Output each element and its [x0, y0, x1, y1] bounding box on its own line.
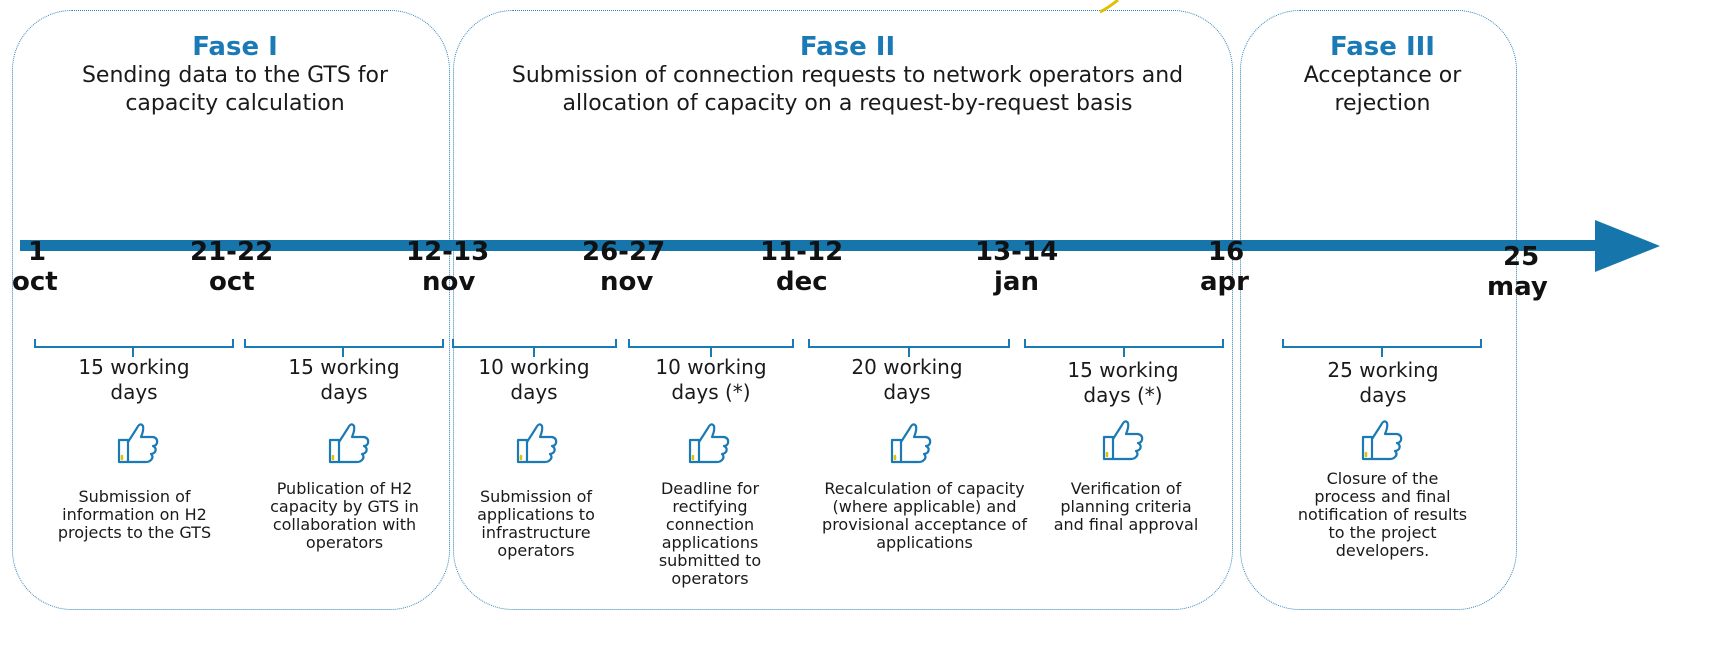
- date-day: 1: [28, 237, 47, 267]
- thumbs-up-icon: [1102, 420, 1144, 461]
- date-marker: oct: [209, 267, 255, 297]
- phase-3-title: Fase III: [1330, 32, 1435, 62]
- date-marker: apr: [1200, 267, 1249, 297]
- thumbs-up-icon: [688, 423, 730, 464]
- phase-3-subtitle: Acceptance or rejection: [1303, 63, 1462, 116]
- decorative-stroke: [1099, 0, 1119, 14]
- duration-brace: [244, 339, 444, 357]
- phase-1-box: [12, 10, 450, 610]
- phase-1-header: Fase I Sending data to the GTS for capac…: [40, 32, 430, 118]
- duration-brace: [452, 339, 617, 357]
- date-month: nov: [600, 267, 654, 297]
- phase-2-subtitle: Submission of connection requests to net…: [511, 63, 1184, 116]
- date-day: 16: [1208, 237, 1245, 267]
- date-marker: 11-12: [760, 237, 843, 267]
- date-marker: 26-27: [582, 237, 665, 267]
- step-3-duration: 10 working days: [478, 355, 590, 404]
- phase-2-title: Fase II: [799, 32, 896, 62]
- date-marker: 21-22: [190, 237, 273, 267]
- step-5-description: Recalculation of capacity (where applica…: [822, 479, 1027, 552]
- thumbs-up-icon: [1361, 420, 1403, 461]
- date-marker: nov: [600, 267, 653, 297]
- phase-1-title: Fase I: [192, 32, 278, 62]
- date-day: 26-27: [582, 237, 666, 267]
- date-day: 25: [1503, 242, 1540, 272]
- date-month: dec: [776, 267, 828, 297]
- duration-brace: [808, 339, 1010, 357]
- thumbs-up-icon: [117, 423, 159, 464]
- date-marker: 12-13: [406, 237, 489, 267]
- thumbs-up-icon: [890, 423, 932, 464]
- date-marker: 13-14: [975, 237, 1058, 267]
- step-2-description: Publication of H2 capacity by GTS in col…: [270, 479, 419, 552]
- date-day: 13-14: [975, 237, 1059, 267]
- step-4-duration: 10 working days (*): [655, 355, 767, 404]
- date-month: apr: [1200, 267, 1249, 297]
- date-marker: oct: [12, 267, 58, 297]
- date-marker: dec: [776, 267, 828, 297]
- phase-3-header: Fase III Acceptance or rejection: [1270, 32, 1495, 118]
- date-marker: 1: [28, 237, 46, 267]
- phase-2-header: Fase II Submission of connection request…: [490, 32, 1205, 118]
- phase-1-subtitle: Sending data to the GTS for capacity cal…: [81, 63, 389, 116]
- date-marker: 25: [1503, 242, 1539, 272]
- date-month: oct: [209, 267, 255, 297]
- date-marker: nov: [422, 267, 475, 297]
- step-6-duration: 15 working days (*): [1067, 358, 1179, 407]
- timeline-arrow-icon: [20, 220, 1660, 272]
- duration-brace: [1282, 339, 1482, 357]
- date-month: may: [1487, 272, 1548, 302]
- step-4-description: Deadline for rectifying connection appli…: [658, 479, 762, 588]
- step-5-duration: 20 working days: [851, 355, 963, 404]
- date-day: 12-13: [406, 237, 490, 267]
- date-marker: jan: [994, 267, 1039, 297]
- step-7-duration: 25 working days: [1327, 358, 1439, 407]
- date-day: 11-12: [760, 237, 844, 267]
- phase-2-box: [453, 10, 1233, 610]
- step-3-description: Submission of applications to infrastruc…: [477, 487, 595, 560]
- step-1-duration: 15 working days: [78, 355, 190, 404]
- phase-3-box: [1240, 10, 1517, 610]
- date-marker: may: [1487, 272, 1548, 302]
- date-day: 21-22: [190, 237, 274, 267]
- step-1-description: Submission of information on H2 projects…: [57, 487, 212, 542]
- step-6-description: Verification of planning criteria and fi…: [1053, 479, 1199, 534]
- step-2-duration: 15 working days: [288, 355, 400, 404]
- duration-brace: [1024, 339, 1224, 357]
- date-marker: 16: [1208, 237, 1244, 267]
- date-month: oct: [12, 267, 58, 297]
- duration-brace: [34, 339, 234, 357]
- date-month: jan: [994, 267, 1039, 297]
- thumbs-up-icon: [516, 423, 558, 464]
- thumbs-up-icon: [328, 423, 370, 464]
- duration-brace: [628, 339, 794, 357]
- step-7-description: Closure of the process and final notific…: [1297, 469, 1468, 560]
- date-month: nov: [422, 267, 476, 297]
